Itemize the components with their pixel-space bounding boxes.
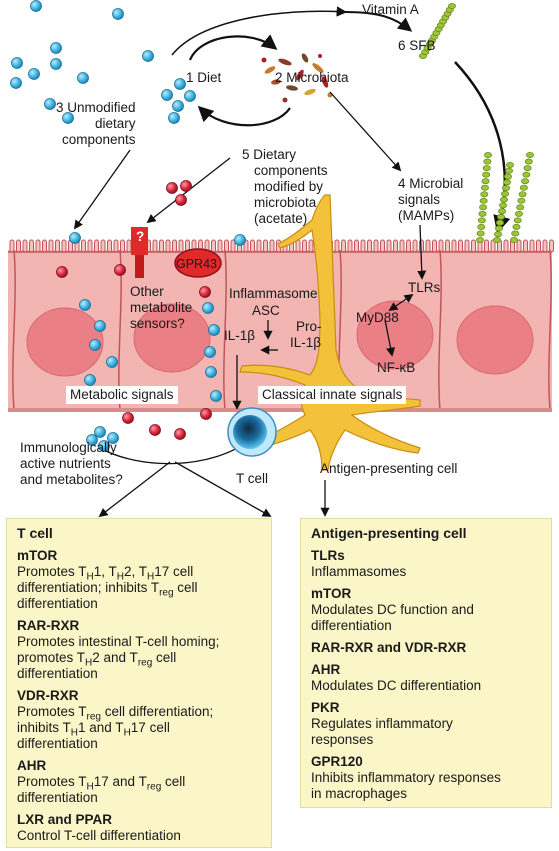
gpr43-receptor	[174, 248, 222, 278]
vitamin-a-label: Vitamin A	[362, 2, 419, 17]
unknown-receptor-label: ?	[136, 229, 145, 244]
metabolic-signals-label: Metabolic signals	[66, 386, 178, 404]
apc-panel-entry-name: AHR	[311, 662, 341, 677]
t-cell-panel-entry-name: AHR	[17, 758, 47, 773]
il1b-label: IL-1β	[224, 328, 256, 343]
t-cell-panel-entry-description: Control T-cell differentiation	[17, 828, 181, 843]
t-cell-label: T cell	[236, 471, 269, 486]
asc-label: ASC	[252, 303, 280, 318]
t-cell-panel-entry-name: VDR-RXR	[17, 688, 79, 703]
innate-signals-label: Classical innate signals	[258, 386, 407, 404]
sfb-filaments	[418, 3, 535, 243]
apc-panel-entry-name: TLRs	[311, 548, 345, 563]
t-cell-panel-entry-description: Promotes Treg cell differentiation;inhib…	[17, 704, 214, 751]
t-cell	[227, 407, 277, 457]
apc-panel-title: Antigen-presenting cell	[311, 525, 467, 541]
apc-panel-entry-description: Inflammasomes	[311, 564, 407, 579]
vitamin-a-arrow	[344, 11, 413, 32]
diet-label: 1 Diet	[186, 70, 222, 85]
t-cell-panel-entry-name: RAR-RXR	[17, 618, 80, 633]
t-cell-panel-entry-name: mTOR	[17, 548, 58, 563]
apc-panel-entry-description: Modulates DC differentiation	[311, 678, 482, 693]
apc-panel-entry-name: mTOR	[311, 586, 352, 601]
t-cell-panel-entry-name: LXR and PPAR	[17, 812, 113, 827]
myd88-label: MyD88	[356, 310, 399, 325]
tlrs-label: TLRs	[408, 280, 441, 295]
apc-panel-entry: RAR-RXR and VDR-RXR	[311, 640, 541, 656]
t-cell-panel-title: T cell	[17, 525, 53, 541]
microbiota-label: 2 Microbiota	[275, 70, 349, 85]
unknown-receptor	[131, 227, 148, 278]
sfb-label: 6 SFB	[398, 38, 436, 53]
apc-label: Antigen-presenting cell	[320, 461, 458, 476]
microbiota-cluster	[261, 53, 333, 103]
inflammasome-label: Inflammasome	[229, 286, 318, 301]
apc-panel-entry-name: PKR	[311, 700, 340, 715]
nutrient-particles	[10, 0, 246, 452]
apc-panel-entry-name: RAR-RXR and VDR-RXR	[311, 640, 467, 655]
gpr43-label: GPR43	[176, 257, 217, 271]
t-cell-panel-entry-description: Promotes intestinal T-cell homing;promot…	[17, 634, 220, 681]
pro-il1b-label: Pro-IL-1β	[290, 319, 322, 350]
diet-microbiota-cycle	[171, 6, 348, 127]
nfkb-label: NF-κB	[377, 360, 416, 375]
apc-panel-entry-name: GPR120	[311, 754, 363, 769]
